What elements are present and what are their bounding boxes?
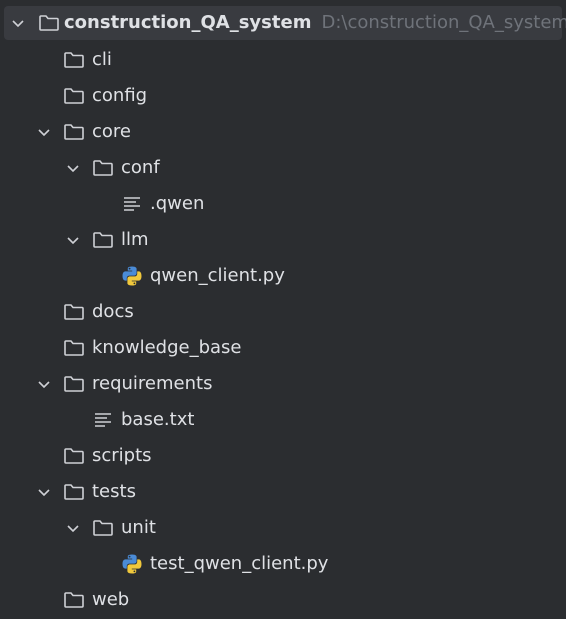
folder-icon xyxy=(63,445,85,467)
tree-row-conf[interactable]: conf xyxy=(0,150,566,186)
folder-icon xyxy=(92,229,114,251)
tree-row-requirements[interactable]: requirements xyxy=(0,366,566,402)
chevron-down-icon[interactable] xyxy=(10,15,26,31)
tree-item-label: conf xyxy=(121,157,160,178)
project-path: D:\construction_QA_system xyxy=(321,12,566,33)
tree-row-test-qwen-client-py[interactable]: test_qwen_client.py xyxy=(0,546,566,582)
chevron-down-icon[interactable] xyxy=(65,520,81,536)
python-file-icon xyxy=(121,553,143,575)
tree-row-unit[interactable]: unit xyxy=(0,510,566,546)
tree-row-qwen[interactable]: .qwen xyxy=(0,186,566,222)
tree-item-label: .qwen xyxy=(150,193,205,214)
tree-row-base-txt[interactable]: base.txt xyxy=(0,402,566,438)
tree-item-label: docs xyxy=(92,301,134,322)
folder-icon xyxy=(63,337,85,359)
text-file-icon xyxy=(92,409,114,431)
tree-item-label: unit xyxy=(121,517,156,538)
chevron-down-icon[interactable] xyxy=(65,232,81,248)
tree-row-qwen-client-py[interactable]: qwen_client.py xyxy=(0,258,566,294)
tree-item-label: tests xyxy=(92,481,136,502)
folder-icon xyxy=(63,49,85,71)
tree-row-docs[interactable]: docs xyxy=(0,294,566,330)
folder-icon xyxy=(63,589,85,611)
tree-item-label: qwen_client.py xyxy=(150,265,285,286)
tree-row-knowledge-base[interactable]: knowledge_base xyxy=(0,330,566,366)
tree-item-label: web xyxy=(92,589,130,610)
chevron-down-icon[interactable] xyxy=(65,160,81,176)
tree-item-label: requirements xyxy=(92,373,213,394)
chevron-down-icon[interactable] xyxy=(36,484,52,500)
tree-item-label: llm xyxy=(121,229,149,250)
tree-item-label: core xyxy=(92,121,131,142)
folder-icon xyxy=(63,301,85,323)
chevron-down-icon[interactable] xyxy=(36,376,52,392)
folder-icon xyxy=(63,85,85,107)
tree-row-web[interactable]: web xyxy=(0,582,566,618)
folder-icon xyxy=(63,373,85,395)
chevron-down-icon[interactable] xyxy=(36,124,52,140)
tree-row-core[interactable]: core xyxy=(0,114,566,150)
tree-item-label: test_qwen_client.py xyxy=(150,553,329,574)
python-file-icon xyxy=(121,265,143,287)
tree-row-cli[interactable]: cli xyxy=(0,42,566,78)
tree-row-scripts[interactable]: scripts xyxy=(0,438,566,474)
tree-item-label: base.txt xyxy=(121,409,195,430)
folder-icon xyxy=(92,157,114,179)
tree-row-llm[interactable]: llm xyxy=(0,222,566,258)
text-file-icon xyxy=(121,193,143,215)
tree-row-config[interactable]: config xyxy=(0,78,566,114)
folder-icon xyxy=(63,121,85,143)
folder-icon xyxy=(63,481,85,503)
tree-item-label: scripts xyxy=(92,445,152,466)
folder-icon xyxy=(92,517,114,539)
folder-icon xyxy=(38,12,60,34)
tree-item-label: config xyxy=(92,85,148,106)
tree-item-label: cli xyxy=(92,49,112,70)
tree-row-tests[interactable]: tests xyxy=(0,474,566,510)
tree-item-label: knowledge_base xyxy=(92,337,242,358)
